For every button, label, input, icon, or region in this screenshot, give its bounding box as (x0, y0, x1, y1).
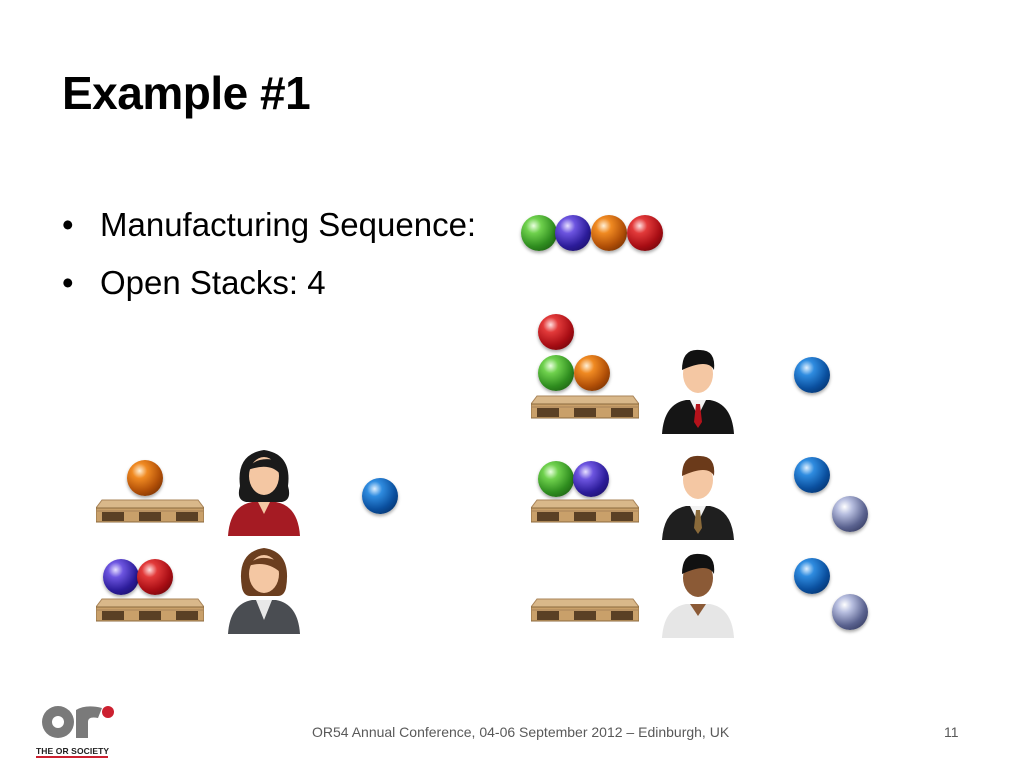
pallet-icon (96, 597, 204, 623)
bullet-open-stacks: Open Stacks: 4 (62, 254, 476, 312)
pallet-ball-red-icon (137, 559, 173, 595)
incoming-ball-blue-icon (794, 558, 830, 594)
incoming-ball-silver-icon (832, 496, 868, 532)
pallet-ball-orange-icon (574, 355, 610, 391)
bullet-list: Manufacturing Sequence: Open Stacks: 4 (62, 196, 476, 312)
sequence-ball-green-icon (521, 215, 557, 251)
incoming-ball-silver-icon (832, 594, 868, 630)
pallet-icon (96, 498, 204, 524)
bullet-manufacturing-sequence: Manufacturing Sequence: (62, 196, 476, 254)
logo-caption: THE OR SOCIETY (36, 746, 110, 756)
pallet-ball-orange-icon (127, 460, 163, 496)
logo-rule (36, 756, 108, 758)
man-dark-skin-white-shirt-icon (662, 553, 734, 638)
pallet-icon (531, 597, 639, 623)
incoming-ball-blue-icon (362, 478, 398, 514)
or-logo-icon (42, 706, 114, 738)
pallet-ball-purple-icon (103, 559, 139, 595)
incoming-ball-blue-icon (794, 357, 830, 393)
pallet-icon (531, 394, 639, 420)
woman-brown-hair-grey-suit-icon (228, 548, 300, 634)
man-black-suit-red-tie-icon (662, 349, 734, 434)
pallet-ball-green-icon (538, 461, 574, 497)
incoming-ball-blue-icon (794, 457, 830, 493)
sequence-ball-purple-icon (555, 215, 591, 251)
sequence-ball-red-icon (627, 215, 663, 251)
or-society-logo: THE OR SOCIETY (36, 700, 120, 760)
sequence-ball-orange-icon (591, 215, 627, 251)
pallet-ball-green-icon (538, 355, 574, 391)
pallet-icon (531, 498, 639, 524)
top-ball-red-icon (538, 314, 574, 350)
slide-title: Example #1 (62, 67, 311, 119)
page-number: 11 (944, 724, 959, 740)
woman-dark-hair-red-suit-icon (228, 450, 300, 536)
footer-conference: OR54 Annual Conference, 04-06 September … (312, 724, 730, 740)
man-brown-hair-suit-icon (662, 455, 734, 540)
pallet-ball-purple-icon (573, 461, 609, 497)
